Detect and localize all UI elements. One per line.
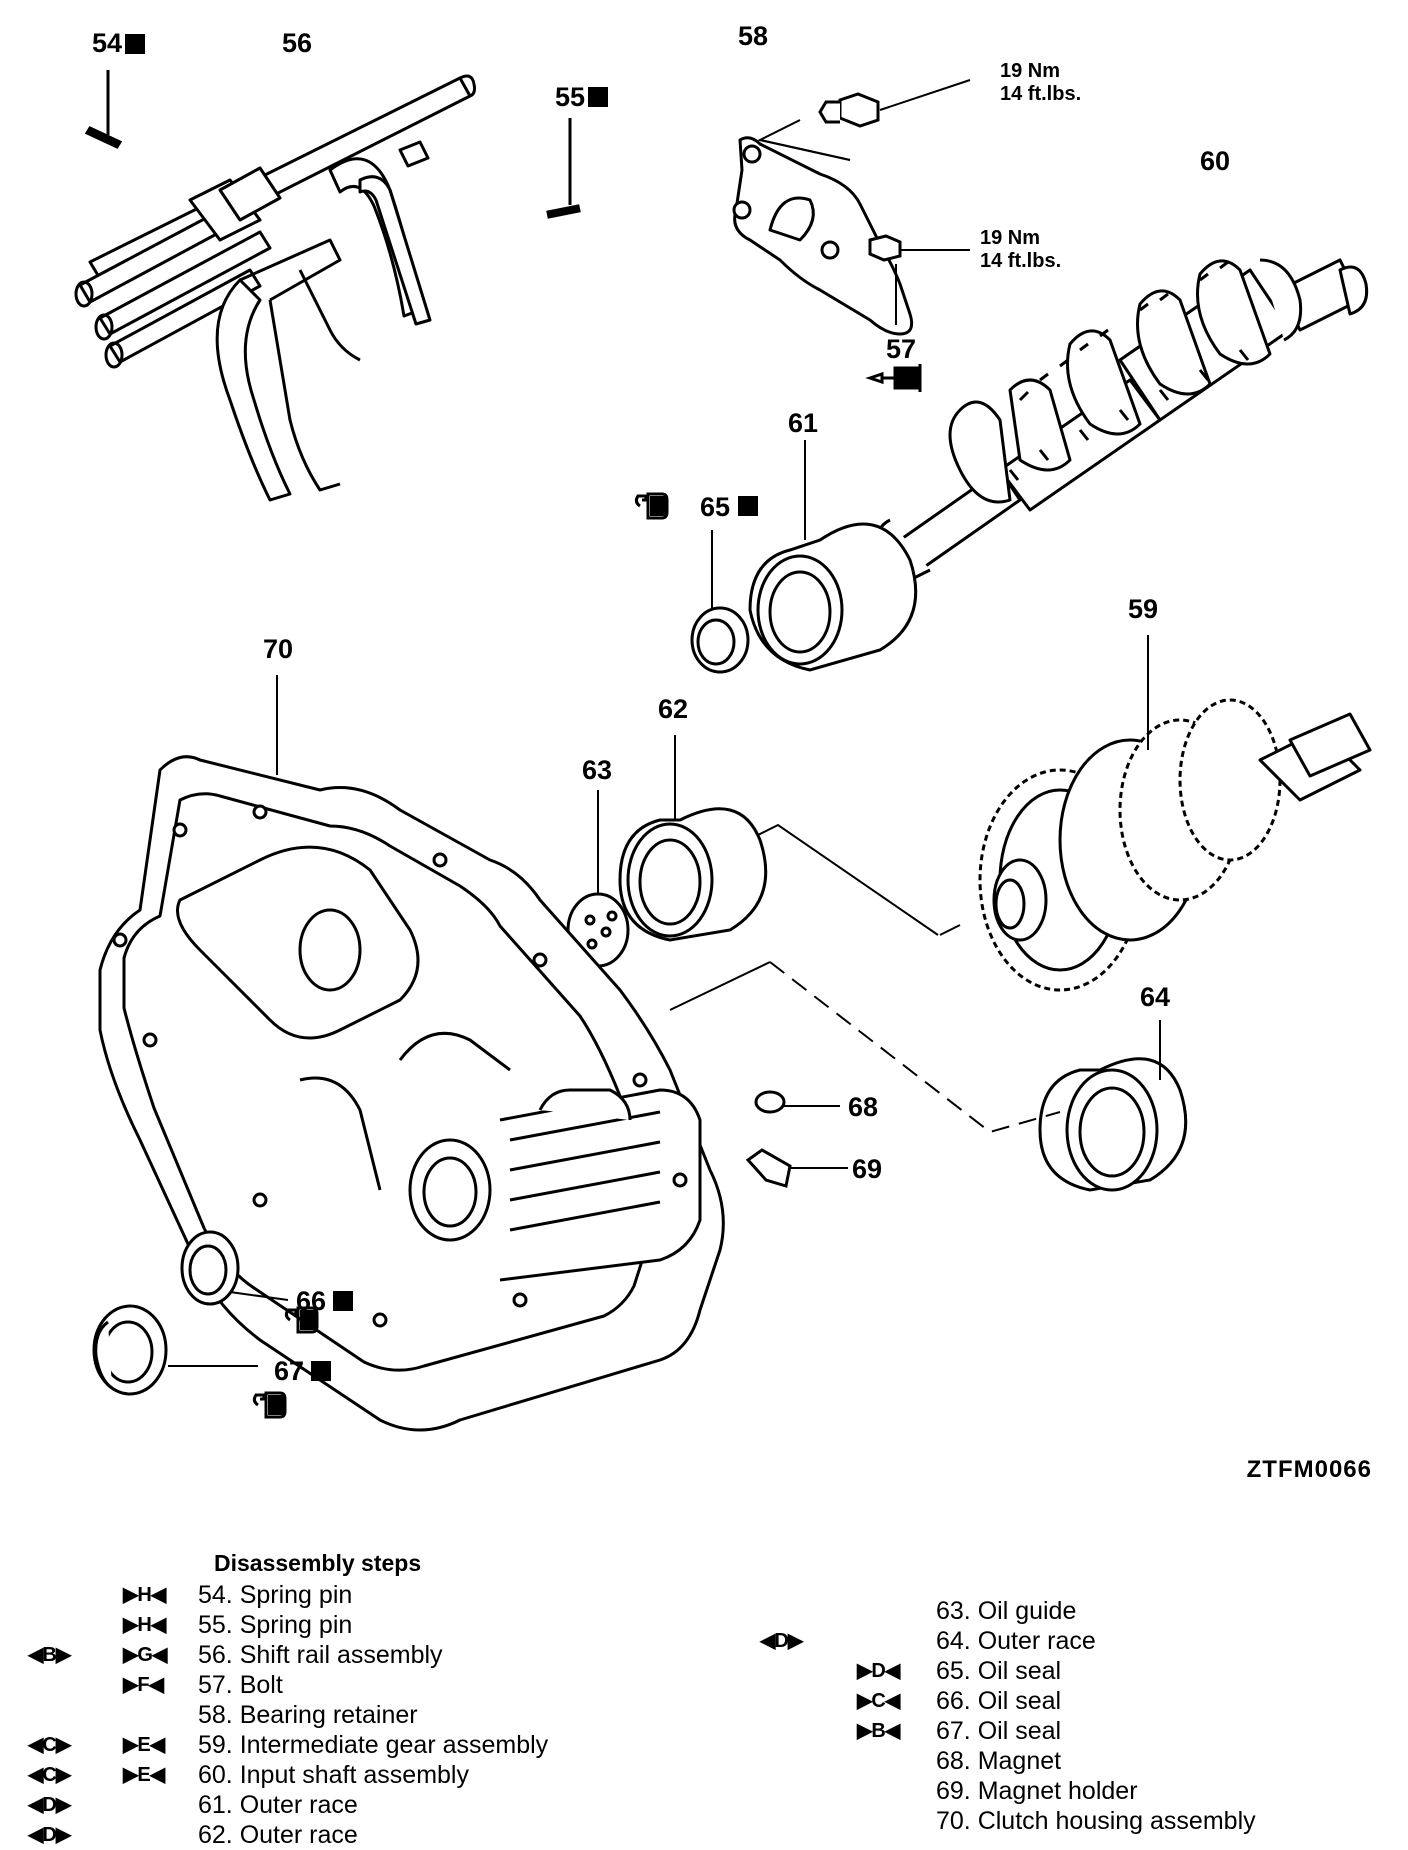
new-part-mark-65 — [738, 496, 758, 516]
step-mark-right: ▶F◀ — [123, 1674, 164, 1696]
new-part-mark-67 — [311, 1361, 331, 1381]
step-text: 56. Shift rail assembly — [198, 1641, 443, 1669]
spring-pin-54 — [84, 70, 123, 149]
step-text: 60. Input shaft assembly — [198, 1761, 469, 1789]
step-text: 63. Oil guide — [936, 1597, 1077, 1625]
step-mark-right: ▶H◀ — [123, 1614, 166, 1636]
step-text: 57. Bolt — [198, 1671, 283, 1699]
callout-61: 61 — [788, 408, 818, 438]
step-mark-right: ▶C◀ — [857, 1690, 900, 1712]
step-text: 69. Magnet holder — [936, 1777, 1138, 1805]
magnet-68 — [754, 1090, 840, 1114]
step-mark-left: ◀D▶ — [28, 1794, 71, 1816]
grease-symbol-67 — [252, 1391, 287, 1419]
assembly-axis-lines — [669, 823, 1061, 1134]
exploded-view-diagram: 54 56 55 58 19 Nm 14 ft.lbs. 60 19 Nm 14… — [74, 21, 1372, 1432]
outer-race-61 — [748, 440, 918, 672]
magnet-holder-69 — [745, 1148, 848, 1188]
callout-63: 63 — [582, 755, 612, 785]
callout-67: 67 — [274, 1356, 304, 1386]
outer-race-62 — [618, 735, 768, 942]
figure-code: ZTFM0066 — [1246, 1456, 1372, 1483]
callout-66: 66 — [296, 1286, 326, 1316]
callout-62: 62 — [658, 694, 688, 724]
step-mark-right: ▶G◀ — [123, 1644, 167, 1666]
step-text: 59. Intermediate gear assembly — [198, 1731, 549, 1759]
step-text: 66. Oil seal — [936, 1687, 1062, 1715]
step-mark-right: ▶D◀ — [857, 1660, 900, 1682]
shift-rail-assembly — [74, 74, 476, 502]
torque-upper-nm: 19 Nm — [1000, 60, 1060, 82]
step-mark-right: ▶H◀ — [123, 1584, 166, 1606]
step-text: 54. Spring pin — [198, 1581, 353, 1609]
callout-54: 54 — [92, 28, 122, 58]
grease-symbol-65 — [634, 492, 669, 520]
callout-59: 59 — [1128, 594, 1158, 624]
callout-65: 65 — [700, 492, 730, 522]
spring-pin-55 — [546, 118, 581, 219]
step-mark-right: ▶E◀ — [123, 1764, 165, 1786]
bolt-57 — [865, 364, 922, 392]
step-mark-left: ◀D▶ — [760, 1630, 803, 1652]
step-text: 67. Oil seal — [936, 1717, 1062, 1745]
step-mark-left: ◀C▶ — [28, 1734, 71, 1756]
step-mark-right: ▶E◀ — [123, 1734, 165, 1756]
callout-55: 55 — [555, 82, 585, 112]
intermediate-gear-assembly — [978, 635, 1372, 992]
outer-race-64 — [1038, 1020, 1188, 1192]
bearing-retainer — [732, 136, 914, 336]
step-text: 70. Clutch housing assembly — [936, 1807, 1256, 1835]
callout-60: 60 — [1200, 146, 1230, 176]
step-text: 62. Outer race — [198, 1821, 358, 1849]
callout-56: 56 — [282, 28, 312, 58]
step-mark-left: ◀B▶ — [28, 1644, 71, 1666]
step-text: 58. Bearing retainer — [198, 1701, 418, 1729]
callout-58: 58 — [738, 21, 768, 51]
step-text: 61. Outer race — [198, 1791, 358, 1819]
oil-seal-66 — [180, 1230, 289, 1306]
clutch-housing-assembly — [98, 675, 725, 1432]
step-text: 65. Oil seal — [936, 1657, 1062, 1685]
step-text: 55. Spring pin — [198, 1611, 353, 1639]
retainer-bolt-lower — [868, 234, 970, 325]
callout-68: 68 — [848, 1092, 878, 1122]
oil-seal-65 — [690, 530, 750, 674]
step-mark-left: ◀D▶ — [28, 1824, 71, 1846]
step-text: 68. Magnet — [936, 1747, 1062, 1775]
input-shaft-assembly — [875, 258, 1369, 583]
callout-70: 70 — [263, 634, 293, 664]
callout-69: 69 — [852, 1154, 882, 1184]
step-mark-left: ◀C▶ — [28, 1764, 71, 1786]
step-mark-right: ▶B◀ — [857, 1720, 900, 1742]
torque-upper-ftlbs: 14 ft.lbs. — [1000, 83, 1081, 105]
torque-lower-ftlbs: 14 ft.lbs. — [980, 250, 1061, 272]
torque-lower-nm: 19 Nm — [980, 227, 1040, 249]
oil-seal-67 — [92, 1304, 258, 1396]
callout-64: 64 — [1140, 982, 1170, 1012]
step-text: 64. Outer race — [936, 1627, 1096, 1655]
new-part-mark-54 — [125, 34, 145, 54]
callout-57: 57 — [886, 334, 916, 364]
new-part-mark-55 — [588, 87, 608, 107]
steps-title: Disassembly steps — [214, 1550, 422, 1576]
new-part-mark-66 — [333, 1291, 353, 1311]
retainer-bolt-upper — [757, 79, 971, 161]
